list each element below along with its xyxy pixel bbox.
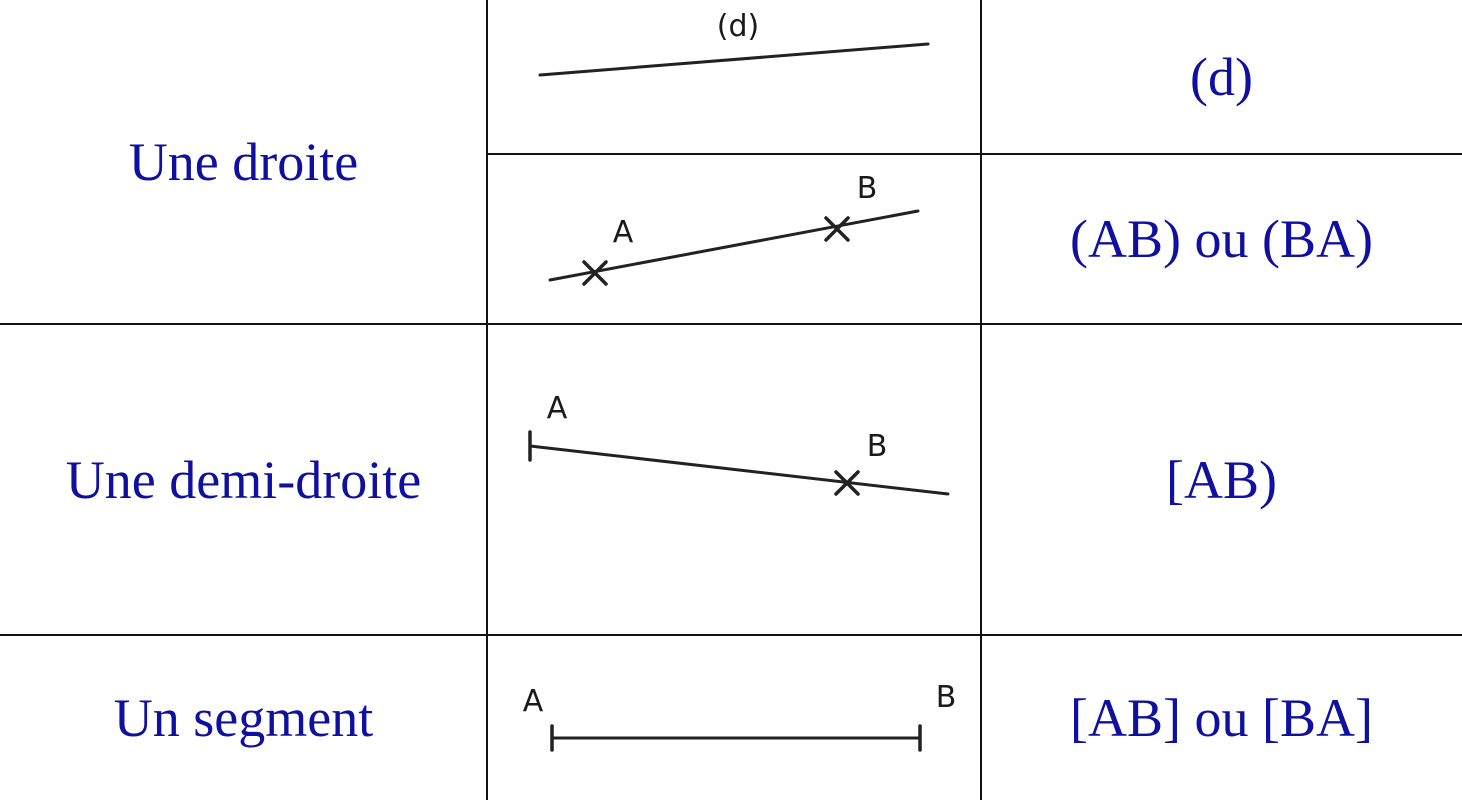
notation-segment-ab: [AB] ou [BA] [981, 635, 1462, 800]
row-name-line: Une droite [0, 0, 487, 324]
row-name-segment: Un segment [0, 635, 487, 800]
point-b-label: B [857, 171, 878, 206]
point-a-cross-mark [582, 260, 608, 286]
notation-line-ab: (AB) ou (BA) [981, 154, 1462, 324]
notation-line-d: (d) [981, 0, 1462, 154]
figure-line-ab: A B [548, 171, 920, 286]
figure-line-d: (d) [538, 9, 930, 77]
segment-point-a-label: A [523, 684, 544, 719]
row-name-segment-label: Un segment [113, 687, 374, 748]
notation-line-ab-text: (AB) ou (BA) [1070, 209, 1373, 269]
figure-segment-ab: A B [523, 680, 957, 752]
ray-point-a-label: A [547, 391, 568, 426]
line-d [538, 42, 930, 77]
notation-ray-ab-text: [AB) [1166, 449, 1277, 510]
segment-point-b-label: B [936, 680, 957, 715]
ray-point-b-label: B [867, 429, 888, 464]
point-a-label: A [613, 215, 634, 250]
line-d-label: (d) [717, 9, 759, 44]
notation-segment-ab-text: [AB] ou [BA] [1070, 687, 1373, 748]
figure-ray-ab: A B [528, 391, 950, 496]
ray-point-b-cross-mark [834, 470, 860, 496]
row-name-line-label: Une droite [128, 132, 359, 192]
notation-line-d-text: (d) [1190, 47, 1253, 107]
line-ab [548, 209, 920, 282]
notation-ray-ab: [AB) [981, 324, 1462, 635]
row-name-ray-label: Une demi-droite [65, 449, 422, 510]
point-b-cross-mark [824, 216, 850, 242]
ray-ab [528, 444, 950, 496]
row-name-ray: Une demi-droite [0, 324, 487, 635]
